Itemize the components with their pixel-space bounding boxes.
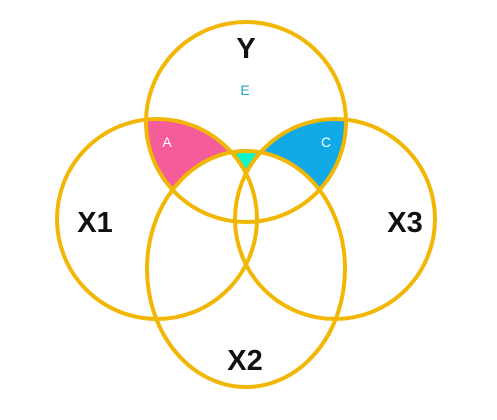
set-x2-outline <box>145 149 347 389</box>
label-e: E <box>240 82 249 98</box>
label-a: A <box>162 134 172 150</box>
label-x2: X2 <box>227 345 262 377</box>
label-c: C <box>321 134 331 150</box>
set-y-outline <box>144 20 348 224</box>
label-y: Y <box>236 33 255 65</box>
label-x3: X3 <box>387 207 422 239</box>
label-x1: X1 <box>77 207 112 239</box>
label-b: B <box>241 134 250 150</box>
